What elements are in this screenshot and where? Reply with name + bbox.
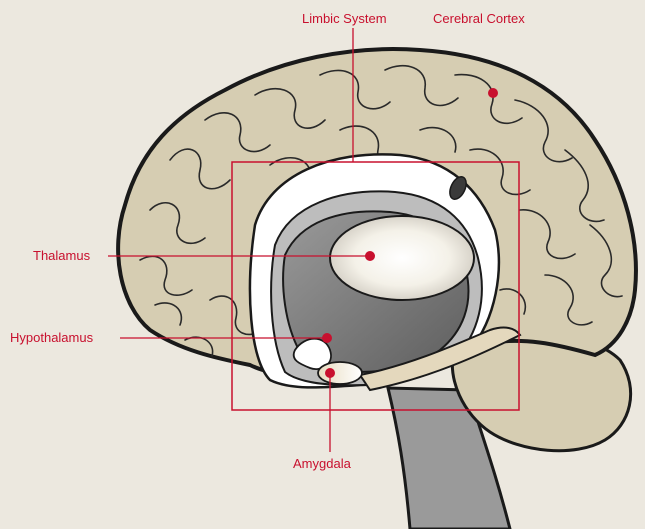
thalamus-label: Thalamus: [33, 248, 90, 264]
amygdala-marker: [325, 368, 335, 378]
cerebral-cortex-label: Cerebral Cortex: [433, 11, 525, 27]
amygdala-shape: [318, 362, 362, 384]
thalamus-shape: [330, 216, 474, 300]
limbic-system-label: Limbic System: [302, 11, 387, 27]
cerebral-cortex-marker: [488, 88, 498, 98]
thalamus-marker: [365, 251, 375, 261]
amygdala-label: Amygdala: [293, 456, 351, 472]
hypothalamus-label: Hypothalamus: [10, 330, 93, 346]
hypothalamus-marker: [322, 333, 332, 343]
